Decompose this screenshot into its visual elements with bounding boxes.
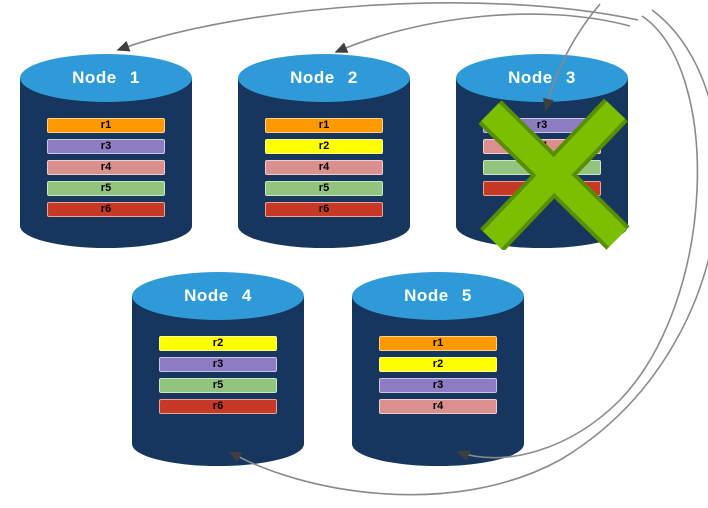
node-3-range-list: r3 r4 r5 r6 xyxy=(483,118,601,196)
range-bar-r2: r2 xyxy=(379,357,497,372)
node-2-title: Node 2 xyxy=(290,68,358,87)
range-bar-r2: r2 xyxy=(159,336,277,351)
range-bar-r4: r4 xyxy=(265,160,383,175)
arrow-to-node-1 xyxy=(116,2,639,52)
node-2-cylinder-top: Node 2 xyxy=(238,54,410,102)
range-bar-r1: r1 xyxy=(47,118,165,133)
node-3-cylinder-top: Node 3 xyxy=(456,54,628,102)
node-1-cylinder-top: Node 1 xyxy=(20,54,192,102)
range-bar-r3: r3 xyxy=(483,118,601,133)
range-bar-r6: r6 xyxy=(159,399,277,414)
node-5-title: Node 5 xyxy=(404,286,472,305)
node-1-range-list: r1 r3 r4 r5 r6 xyxy=(47,118,165,217)
range-bar-r1: r1 xyxy=(265,118,383,133)
range-bar-r4: r4 xyxy=(483,139,601,154)
node-4-title: Node 4 xyxy=(184,286,252,305)
node-3-cylinder: Node 3 r3 r4 r5 r6 xyxy=(456,54,628,248)
range-bar-r4: r4 xyxy=(47,160,165,175)
node-1-title: Node 1 xyxy=(72,68,140,87)
node-5-cylinder: Node 5 r1 r2 r3 r4 xyxy=(352,272,524,466)
arrow-to-node-2 xyxy=(334,13,631,53)
range-bar-r5: r5 xyxy=(159,378,277,393)
range-bar-r6: r6 xyxy=(483,181,601,196)
node-2-cylinder: Node 2 r1 r2 r4 r5 r6 xyxy=(238,54,410,248)
node-4-cylinder: Node 4 r2 r3 r5 r6 xyxy=(132,272,304,466)
range-bar-r1: r1 xyxy=(379,336,497,351)
node-3-title: Node 3 xyxy=(508,68,576,87)
range-bar-r5: r5 xyxy=(483,160,601,175)
range-bar-r5: r5 xyxy=(47,181,165,196)
range-bar-r6: r6 xyxy=(265,202,383,217)
node-4-cylinder-top: Node 4 xyxy=(132,272,304,320)
range-bar-r4: r4 xyxy=(379,399,497,414)
node-2-range-list: r1 r2 r4 r5 r6 xyxy=(265,118,383,217)
range-bar-r3: r3 xyxy=(159,357,277,372)
node-5-cylinder-top: Node 5 xyxy=(352,272,524,320)
range-bar-r5: r5 xyxy=(265,181,383,196)
range-bar-r3: r3 xyxy=(379,378,497,393)
range-bar-r2: r2 xyxy=(265,139,383,154)
range-bar-r6: r6 xyxy=(47,202,165,217)
range-bar-r3: r3 xyxy=(47,139,165,154)
node-5-range-list: r1 r2 r3 r4 xyxy=(379,336,497,414)
node-1-cylinder: Node 1 r1 r3 r4 r5 r6 xyxy=(20,54,192,248)
node-4-range-list: r2 r3 r5 r6 xyxy=(159,336,277,414)
